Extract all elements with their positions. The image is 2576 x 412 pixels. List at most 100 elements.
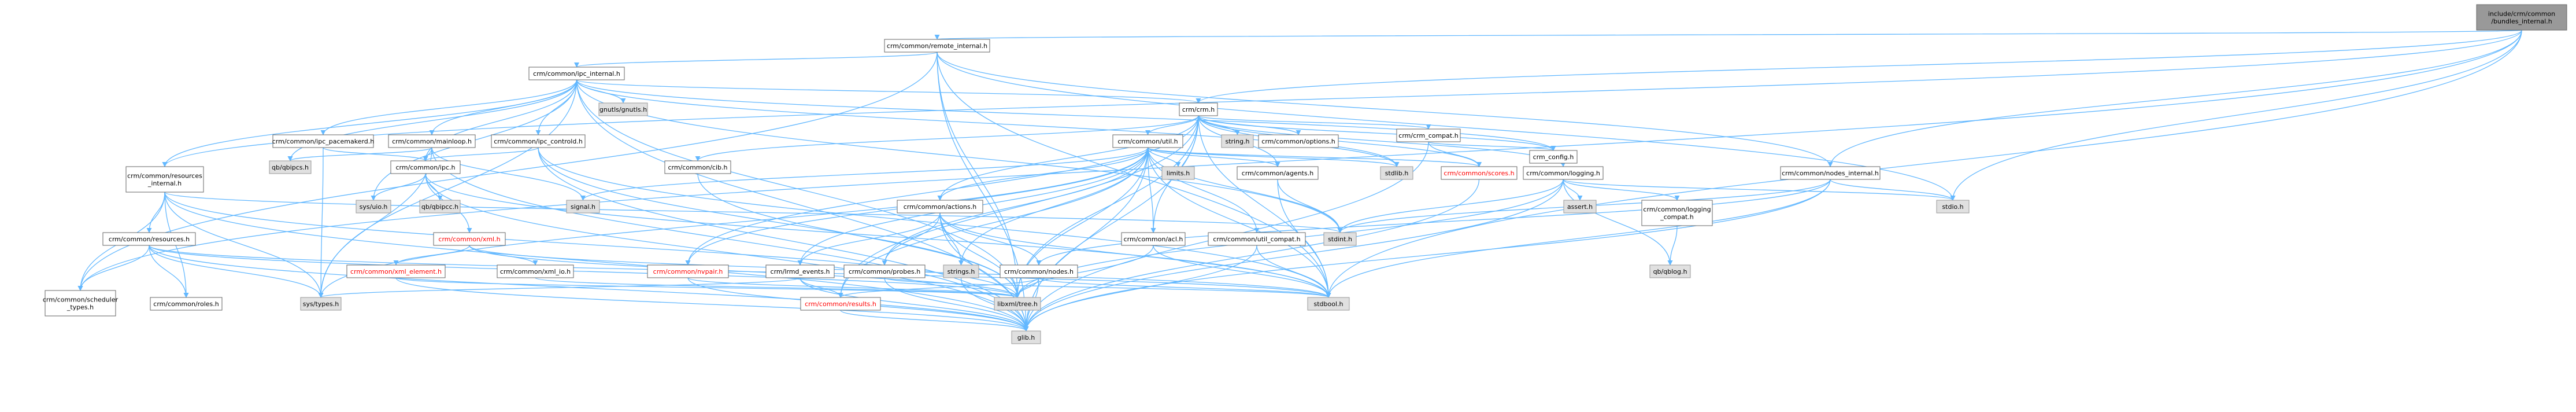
- node-pacemakerd[interactable]: crm/common/ipc_pacemakerd.h: [272, 134, 375, 148]
- node-root[interactable]: include/crm/common/bundles_internal.h: [2476, 4, 2567, 31]
- edge-xml_io-to-tree_h: [535, 277, 1020, 298]
- node-crm_compat[interactable]: crm/crm_compat.h: [1396, 128, 1461, 142]
- node-res_int[interactable]: crm/common/resources_internal.h: [125, 166, 204, 193]
- edge-mainloop-to-qbipcs: [287, 147, 432, 161]
- node-box: [2476, 4, 2567, 31]
- node-logging_h[interactable]: crm/common/logging.h: [1523, 166, 1604, 180]
- edge-util_h-to-agents_h: [1147, 147, 1280, 167]
- node-box: [843, 264, 926, 278]
- edge-root-to-stdio_h: [1950, 30, 2522, 201]
- node-scores_h[interactable]: crm/common/scores.h: [1441, 166, 1518, 180]
- node-util_compat[interactable]: crm/common/util_compat.h: [1208, 232, 1306, 246]
- node-label: crm/lrmd_events.h: [771, 268, 830, 275]
- node-crm_h[interactable]: crm/crm.h: [1179, 102, 1218, 116]
- node-util_h[interactable]: crm/common/util.h: [1112, 134, 1183, 148]
- node-label: crm/common/util.h: [1117, 138, 1178, 145]
- node-label: crm/common/resources: [127, 172, 202, 180]
- node-results_h[interactable]: crm/common/results.h: [800, 297, 881, 311]
- node-crm_config[interactable]: crm_config.h: [1529, 150, 1578, 164]
- edge-res_int-to-glib_h: [164, 192, 1029, 332]
- node-xml_io[interactable]: crm/common/xml_io.h: [497, 264, 574, 278]
- node-acl_h[interactable]: crm/common/acl.h: [1121, 232, 1186, 246]
- node-ipc_int[interactable]: crm/common/ipc_internal.h: [528, 67, 625, 80]
- node-box: [1396, 128, 1461, 142]
- node-options_h[interactable]: crm/common/options.h: [1258, 134, 1339, 148]
- node-ipc_h[interactable]: crm/common/ipc.h: [390, 160, 461, 174]
- node-label: stdio.h: [1942, 203, 1963, 211]
- node-box: [1780, 166, 1881, 180]
- node-box: [1237, 166, 1319, 180]
- edge-crm_h-to-crm_compat: [1198, 115, 1431, 130]
- node-label: crm/common/probes.h: [849, 268, 920, 275]
- edge-ipc_h-to-sys_uio: [371, 173, 426, 201]
- node-label: string.h: [1225, 138, 1249, 145]
- edge-util_h-to-acl_h: [1147, 147, 1156, 233]
- edge-root-to-scheduler_types: [77, 30, 2522, 291]
- node-box: [1112, 134, 1183, 148]
- node-label: crm/crm.h: [1182, 106, 1215, 113]
- node-scheduler_types[interactable]: crm/common/scheduler_types.h: [43, 290, 119, 317]
- node-resources_h[interactable]: crm/common/resources.h: [102, 232, 196, 246]
- edge-logging_compat-to-qblog: [1667, 225, 1678, 266]
- node-controld[interactable]: crm/common/ipc_controld.h: [491, 134, 586, 148]
- node-nvpair_h[interactable]: crm/common/nvpair.h: [647, 264, 729, 278]
- node-xml_element[interactable]: crm/common/xml_element.h: [346, 264, 446, 278]
- node-box: [897, 200, 983, 214]
- edge-xml_element-to-glib_h: [395, 277, 1029, 332]
- edge-lrmd_events-to-sys_types: [318, 277, 801, 298]
- node-stdint_h: stdint.h: [1323, 232, 1357, 246]
- edge-res_int-to-sys_types: [164, 192, 324, 298]
- node-roles_h[interactable]: crm/common/roles.h: [150, 297, 223, 311]
- edge-remote-to-nodes_int: [937, 52, 1833, 167]
- node-probes_h[interactable]: crm/common/probes.h: [843, 264, 926, 278]
- edge-ipc_int-to-pacemakerd: [320, 79, 578, 135]
- edge-ipc_int-to-stdlib_h: [576, 79, 1400, 167]
- edge-util_h-to-stdlib_h: [1147, 147, 1400, 167]
- node-cib_h[interactable]: crm/common/cib.h: [664, 160, 731, 174]
- edge-layer: [77, 30, 2522, 332]
- node-box: [497, 264, 574, 278]
- node-agents_h[interactable]: crm/common/agents.h: [1237, 166, 1319, 180]
- edge-crm_h-to-cib_h: [695, 115, 1199, 161]
- edge-root-to-crm_h: [1196, 30, 2522, 104]
- node-box: [598, 102, 648, 116]
- edge-ipc_int-to-tree_h: [576, 79, 1020, 298]
- node-label: _internal.h: [147, 180, 182, 187]
- edge-controld-to-stdbool_h: [538, 147, 1331, 298]
- node-box: [647, 264, 729, 278]
- edge-util_h-to-util_compat: [1147, 147, 1260, 233]
- node-logging_compat[interactable]: crm/common/logging_compat.h: [1641, 200, 1713, 226]
- node-strings_h: strings.h: [943, 264, 979, 278]
- node-sys_types: sys/types.h: [300, 297, 342, 311]
- node-box: [419, 200, 461, 214]
- edge-mainloop-to-signal_h: [431, 147, 586, 201]
- node-lrmd_events[interactable]: crm/lrmd_events.h: [765, 264, 835, 278]
- edge-util_h-to-actions_h: [937, 147, 1149, 201]
- edge-ipc_int-to-crm_h: [576, 79, 1201, 104]
- node-label: qb/qbipcc.h: [421, 203, 458, 211]
- node-box: [433, 232, 506, 246]
- edge-lrmd_events-to-results_h: [800, 277, 843, 298]
- node-label: crm/common/acl.h: [1124, 236, 1183, 243]
- node-actions_h[interactable]: crm/common/actions.h: [897, 200, 983, 214]
- node-box: [664, 160, 731, 174]
- edge-logging_h-to-stdio_h: [1563, 179, 1956, 201]
- edge-actions_h-to-probes_h: [882, 212, 941, 266]
- node-box: [1563, 200, 1597, 214]
- node-remote[interactable]: crm/common/remote_internal.h: [884, 39, 990, 53]
- edge-util_h-to-stdint_h: [1147, 147, 1343, 233]
- node-label: libxml/tree.h: [997, 300, 1038, 308]
- node-mainloop[interactable]: crm/common/mainloop.h: [388, 134, 476, 148]
- edge-util_compat-to-stdbool_h: [1256, 245, 1331, 298]
- node-label: crm/common/mainloop.h: [392, 138, 472, 145]
- edge-util_h-to-probes_h: [882, 147, 1149, 266]
- node-label: crm/common/scores.h: [1444, 170, 1514, 177]
- node-nodes_h[interactable]: crm/common/nodes.h: [1000, 264, 1078, 278]
- node-box: [356, 200, 391, 214]
- node-xml_h[interactable]: crm/common/xml.h: [433, 232, 506, 246]
- node-nodes_int[interactable]: crm/common/nodes_internal.h: [1780, 166, 1881, 180]
- edge-resources_h-to-glib_h: [149, 245, 1029, 332]
- node-label: crm/common/scheduler: [43, 296, 119, 304]
- node-box: [150, 297, 223, 311]
